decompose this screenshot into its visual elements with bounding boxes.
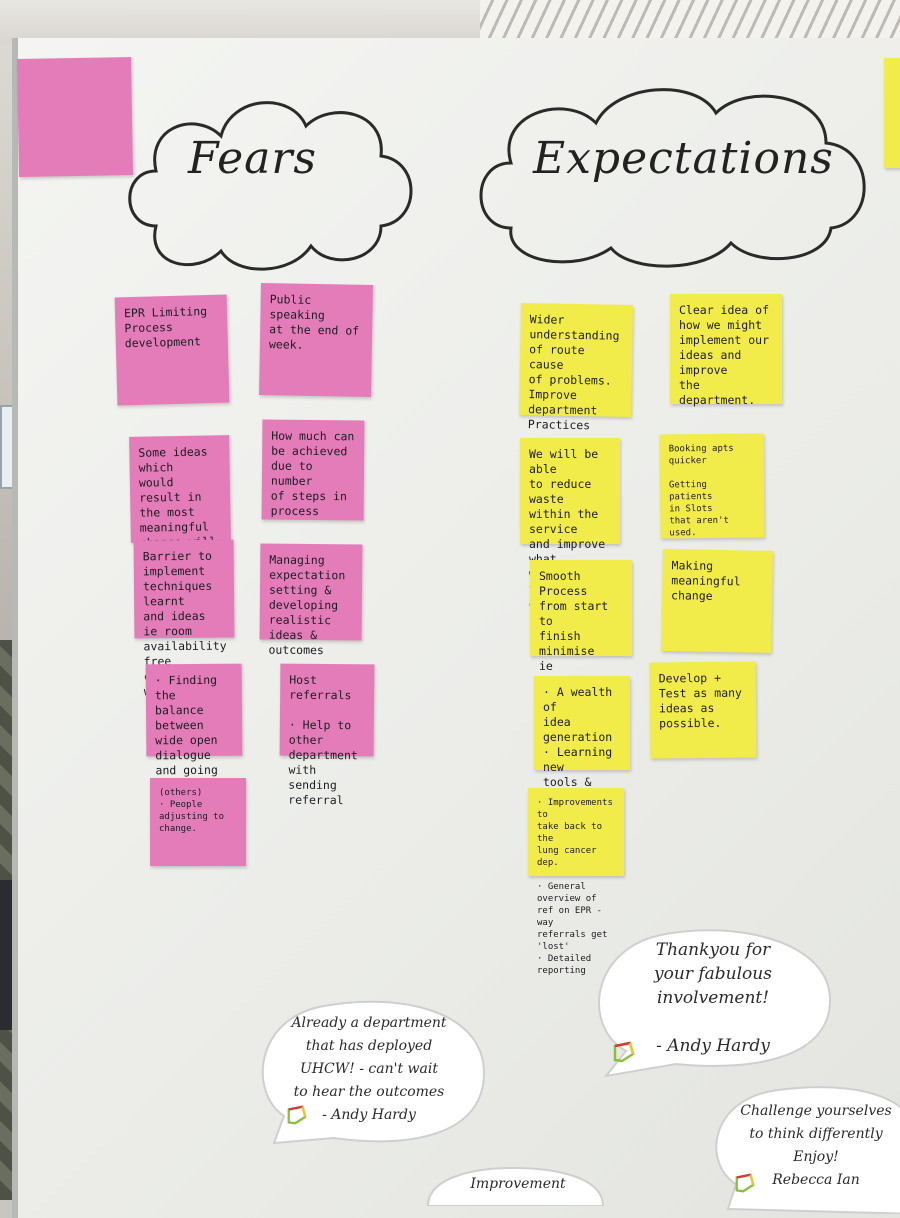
ceiling-slats: [480, 0, 900, 40]
fears-heading: Fears: [188, 133, 318, 184]
logo-icon: [613, 1041, 635, 1063]
expectations-cloud: [479, 88, 866, 268]
bubble-text-challenge: Challenge yourselves to think differentl…: [740, 1103, 892, 1188]
logo-icon: [287, 1105, 307, 1125]
speech-bubble: [598, 929, 832, 1078]
expectations-note: Smooth Process from start to finish mini…: [530, 560, 632, 688]
fears-note: How much can be achieved due to number o…: [261, 419, 365, 521]
expectations-note: · A wealth of idea generation · Learning…: [534, 676, 630, 849]
expectations-note: Wider understanding of route cause of pr…: [519, 303, 633, 432]
speech-bubble: [261, 1000, 486, 1145]
fears-note: EPR Limiting Process development: [114, 294, 230, 406]
speech-bubble: [715, 1086, 900, 1214]
expectations-note: · Improvements to take back to the lung …: [528, 788, 624, 976]
fears-note: (others) · People adjusting to change.: [150, 778, 246, 866]
expectations-note: We will be able to reduce waste within t…: [520, 438, 620, 626]
fears-note: Public speaking at the end of week.: [259, 283, 373, 397]
fears-cloud: [128, 101, 413, 271]
expectations-note: Booking apts quicker Getting patients in…: [659, 433, 765, 539]
bubble-text-improvement: Improvement: [470, 1176, 566, 1192]
logo-icon: [735, 1173, 755, 1193]
speech-bubble: [426, 1166, 605, 1206]
expectations-note: Making meaningful change: [661, 549, 773, 653]
fears-note: Host referrals · Help to other departmen…: [279, 663, 375, 807]
bubble-text-thanks: Thankyou for your fabulous involvement! …: [654, 940, 772, 1056]
ceiling: [0, 0, 900, 45]
fears-note: Barrier to implement techniques learnt a…: [133, 539, 235, 698]
bubble-text-deployed: Already a department that has deployed U…: [291, 1015, 447, 1123]
whiteboard: Fears Expectations EPR Limiting Process …: [12, 38, 900, 1218]
expectations-heading: Expectations: [533, 133, 834, 184]
expectations-note: Develop + Test as many ideas as possible…: [649, 661, 757, 759]
fears-note: Some ideas which would result in the mos…: [129, 435, 231, 580]
fears-note: Managing expectation setting & developin…: [259, 543, 363, 657]
expectations-note: Clear idea of how we might implement our…: [670, 294, 782, 407]
fears-note: · Finding the balance between wide open …: [145, 663, 243, 852]
corner-yellow-note: [884, 58, 900, 168]
